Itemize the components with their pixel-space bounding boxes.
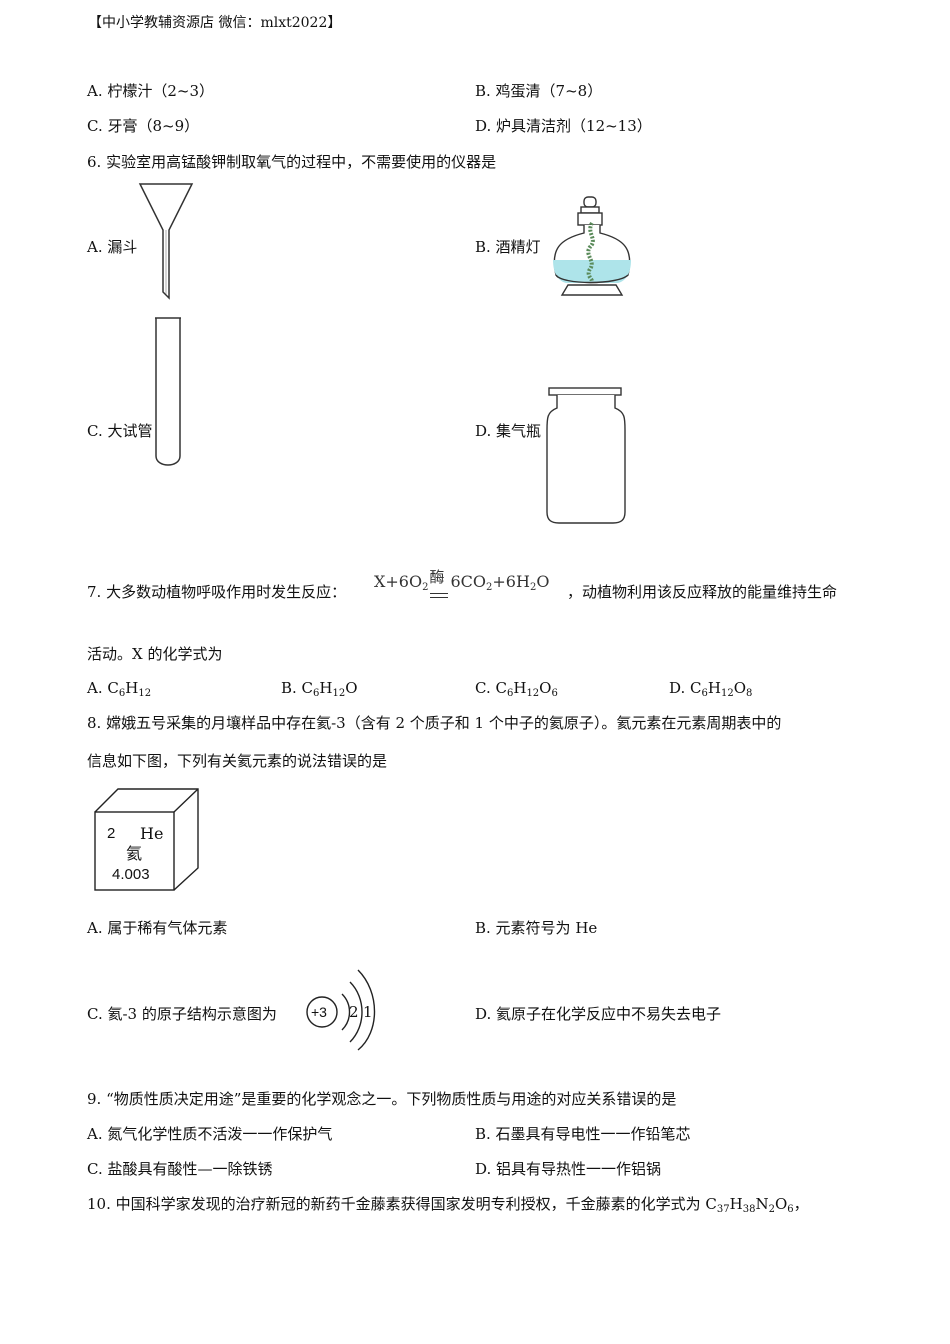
q8-option-b: B. 元素符号为 He xyxy=(475,919,598,937)
alcohol-lamp-icon xyxy=(553,196,631,296)
q7-option-d: D. C6H12O8 xyxy=(669,679,753,699)
q5-option-a: A. 柠檬汁（2~3） xyxy=(87,82,215,100)
q8-option-a: A. 属于稀有气体元素 xyxy=(87,919,228,937)
eq-right3: O xyxy=(536,572,550,591)
q9-option-d: D. 铝具有导热性一一作铝锅 xyxy=(475,1160,662,1178)
eq-sub2: 2 xyxy=(486,582,493,593)
shell-2-electrons: 1 xyxy=(363,1003,373,1021)
element-name: 氦 xyxy=(126,844,143,863)
eq-right1: 6CO xyxy=(450,572,487,591)
atomic-mass: 4.003 xyxy=(112,866,150,883)
q7-option-b: B. C6H12O xyxy=(281,679,358,699)
q7-option-c: C. C6H12O6 xyxy=(475,679,558,699)
q10-stem: 10. 中国科学家发现的治疗新冠的新药千金藤素获得国家发明专利授权，千金藤素的化… xyxy=(87,1195,809,1215)
element-cell: 2 He 氦 4.003 xyxy=(94,788,200,892)
q8-stem-line2: 信息如下图，下列有关氦元素的说法错误的是 xyxy=(87,752,388,770)
funnel-icon xyxy=(138,183,194,300)
q6-stem: 6. 实验室用高锰酸钾制取氧气的过程中，不需要使用的仪器是 xyxy=(87,153,497,171)
atomic-number: 2 xyxy=(107,825,116,842)
q9-stem: 9. “物质性质决定用途”是重要的化学观念之一。下列物质性质与用途的对应关系错误… xyxy=(87,1090,677,1108)
atom-structure-diagram: +3 2 1 xyxy=(304,966,384,1052)
q6-option-d: D. 集气瓶 xyxy=(475,422,542,440)
q5-option-c: C. 牙膏（8~9） xyxy=(87,117,200,135)
q6-option-a: A. 漏斗 xyxy=(87,238,138,256)
shell-1-electrons: 2 xyxy=(349,1003,359,1021)
q7-option-a: A. C6H12 xyxy=(87,679,152,699)
q8-option-c: C. 氦-3 的原子结构示意图为 xyxy=(87,1005,277,1023)
element-cell-frame xyxy=(94,788,199,891)
q8-option-d: D. 氦原子在化学反应中不易失去电子 xyxy=(475,1005,722,1023)
q5-option-b: B. 鸡蛋清（7~8） xyxy=(475,82,603,100)
eq-right2: +6H xyxy=(492,572,530,591)
q7-stem-post: ，动植物利用该反应释放的能量维持生命 xyxy=(567,583,838,601)
element-symbol: He xyxy=(140,824,164,843)
test-tube-icon xyxy=(155,317,181,466)
q6-option-c: C. 大试管 xyxy=(87,422,153,440)
q9-option-a: A. 氮气化学性质不活泼一一作保护气 xyxy=(87,1125,333,1143)
gas-bottle-icon xyxy=(546,387,626,524)
q8-stem-line1: 8. 嫦娥五号采集的月壤样品中存在氦-3（含有 2 个质子和 1 个中子的氦原子… xyxy=(87,714,782,732)
q9-option-c: C. 盐酸具有酸性—一除铁锈 xyxy=(87,1160,273,1178)
q5-option-d: D. 炉具清洁剂（12~13） xyxy=(475,117,652,135)
q7-stem-line2: 活动。X 的化学式为 xyxy=(87,645,223,663)
eq-sub3: 2 xyxy=(529,582,537,593)
atom-structure-shells xyxy=(306,969,376,1051)
q6-option-b: B. 酒精灯 xyxy=(475,238,541,256)
q9-option-b: B. 石墨具有导电性一一作铅笔芯 xyxy=(475,1125,691,1143)
nucleus-charge: +3 xyxy=(311,1004,327,1020)
q7-stem-pre: 7. 大多数动植物呼吸作用时发生反应： xyxy=(87,583,347,601)
eq-left: X+6O xyxy=(374,572,423,591)
eq-sub1: 2 xyxy=(422,582,429,593)
page-header: 【中小学教辅资源店 微信：mlxt2022】 xyxy=(88,15,342,31)
eq-condition: 酶 xyxy=(429,568,445,586)
